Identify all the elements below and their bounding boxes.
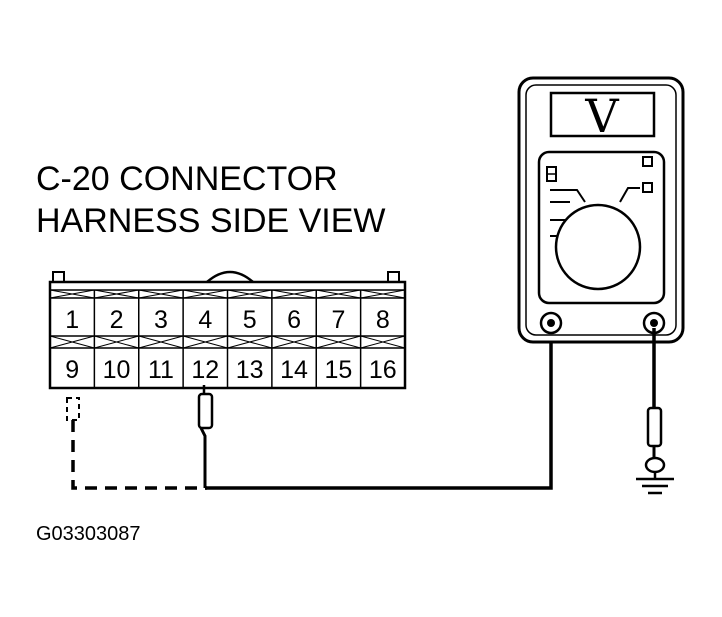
connector-pin-6: 6 [287, 306, 301, 334]
connector-latch-band-top [49, 289, 406, 299]
connector-pin-14: 14 [280, 356, 308, 384]
connector-pin-7: 7 [331, 306, 345, 334]
voltmeter-icon: V [517, 76, 685, 344]
connector-pin-10: 10 [103, 356, 131, 384]
connector-pin-2: 2 [110, 306, 124, 334]
connector-pin-8: 8 [376, 306, 390, 334]
diagram-title-line2: HARNESS SIDE VIEW [36, 202, 386, 240]
connector-pin-4: 4 [198, 306, 212, 334]
connector-pin-9: 9 [65, 356, 79, 384]
connector-latch-band-mid [49, 335, 406, 349]
ground-symbol-icon [636, 477, 674, 495]
figure-code: G03303087 [36, 523, 141, 545]
connector-pin-12: 12 [191, 356, 219, 384]
connector-pin-11: 11 [148, 356, 174, 384]
connector-pin-15: 15 [325, 356, 353, 384]
meter-display-unit: V [584, 89, 619, 143]
connector-pin-13: 13 [236, 356, 264, 384]
test-probe-icon [197, 385, 214, 488]
test-lead-negative [644, 328, 666, 478]
diagram-title-line1: C-20 CONNECTOR [36, 160, 338, 198]
optional-wire-pin9 [71, 400, 207, 490]
test-lead-positive [205, 328, 553, 490]
connector-pin-3: 3 [154, 306, 168, 334]
connector-pin-1: 1 [65, 306, 79, 334]
connector-pin-5: 5 [243, 306, 257, 334]
connector-pin-16: 16 [369, 356, 397, 384]
